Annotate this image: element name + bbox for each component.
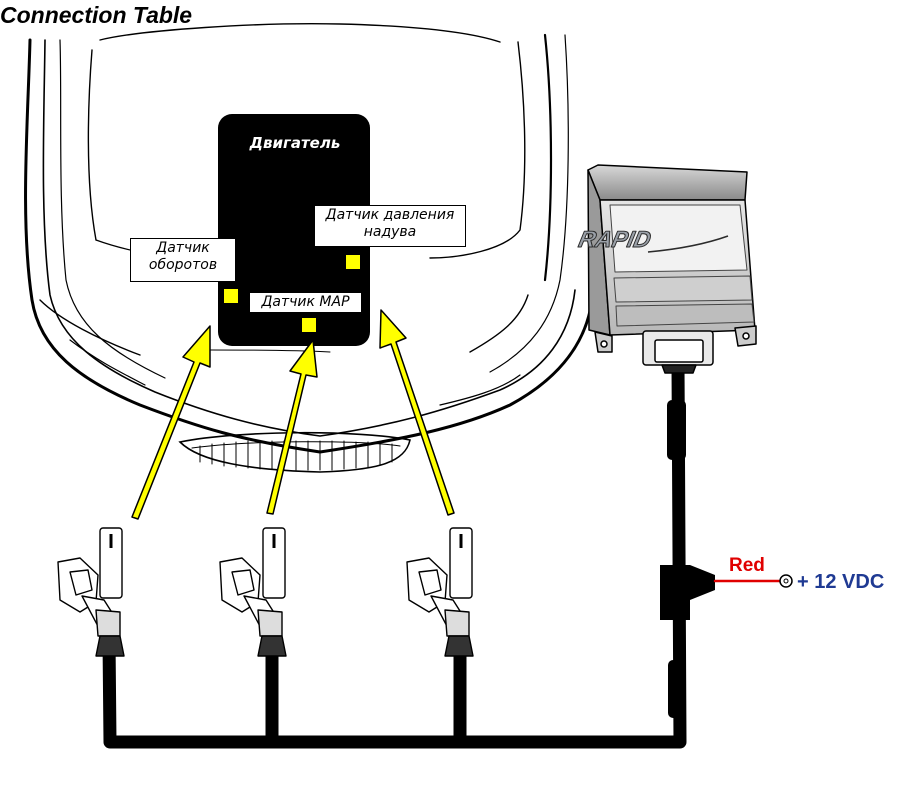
module-logo: RAPID bbox=[576, 226, 653, 252]
sensor-label-map-text: Датчик MAP bbox=[261, 294, 350, 310]
rapid-module-icon: RAPID bbox=[576, 164, 757, 374]
ring-terminal-icon bbox=[779, 574, 793, 588]
connector-2 bbox=[219, 527, 287, 657]
connector-plug-icon bbox=[57, 527, 474, 657]
engine-block-icon bbox=[218, 114, 370, 346]
engine-block bbox=[218, 114, 370, 346]
page-title: Connection Table bbox=[0, 2, 193, 28]
sensor-label-map: Датчик MAP bbox=[249, 292, 362, 313]
sensor-label-rpm-text: Датчик оборотов bbox=[148, 240, 218, 273]
arrow-rpm bbox=[131, 325, 211, 520]
arrow-map bbox=[266, 339, 318, 515]
sensor-label-boost-text: Датчик давления надува bbox=[325, 207, 455, 240]
sensor-marker-rpm bbox=[224, 289, 238, 303]
voltage-label: + 12 VDC bbox=[797, 571, 885, 593]
arrows bbox=[131, 309, 455, 520]
wire-color-label: Red bbox=[729, 555, 765, 576]
connector-1 bbox=[57, 527, 125, 657]
engine-label: Двигатель bbox=[249, 134, 341, 152]
connector-3 bbox=[406, 527, 474, 657]
harness-cable-icon bbox=[102, 358, 793, 749]
sensor-marker-boost bbox=[346, 255, 360, 269]
arrow-boost bbox=[379, 309, 455, 516]
sensor-label-rpm: Датчик оборотов bbox=[130, 238, 236, 282]
sensor-marker-map bbox=[302, 318, 316, 332]
sensor-label-boost: Датчик давления надува bbox=[314, 205, 466, 247]
car-outline-icon bbox=[24, 23, 595, 473]
